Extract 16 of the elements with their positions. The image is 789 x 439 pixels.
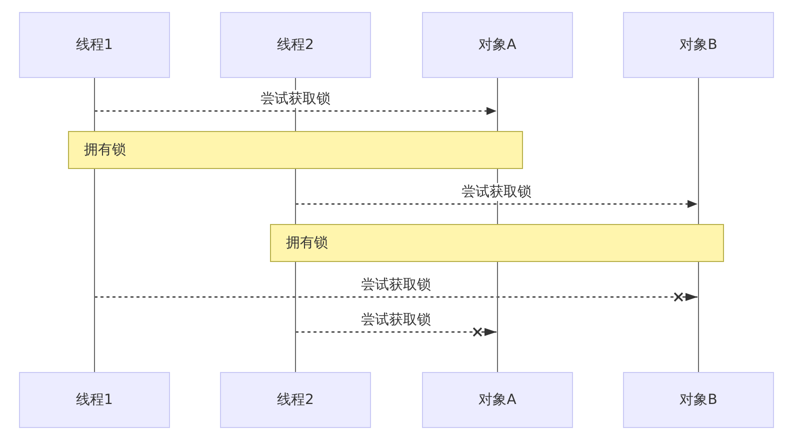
message-label: 尝试获取锁 <box>359 276 433 294</box>
message-arrow <box>296 200 698 208</box>
message-label: 尝试获取锁 <box>258 90 332 108</box>
participant-box: 对象A <box>422 12 573 78</box>
note-box: 拥有锁 <box>270 224 724 262</box>
participant-box: 对象B <box>623 12 774 78</box>
participant-box: 对象A <box>422 372 573 428</box>
participant-box: 线程1 <box>19 12 170 78</box>
message-label: 尝试获取锁 <box>460 183 534 201</box>
participant-box: 对象B <box>623 372 774 428</box>
message-label: 尝试获取锁 <box>359 311 433 329</box>
message-arrow <box>94 107 496 115</box>
note-box: 拥有锁 <box>68 131 523 169</box>
participant-box: 线程1 <box>19 372 170 428</box>
participant-box: 线程2 <box>220 372 371 428</box>
participant-box: 线程2 <box>220 12 371 78</box>
